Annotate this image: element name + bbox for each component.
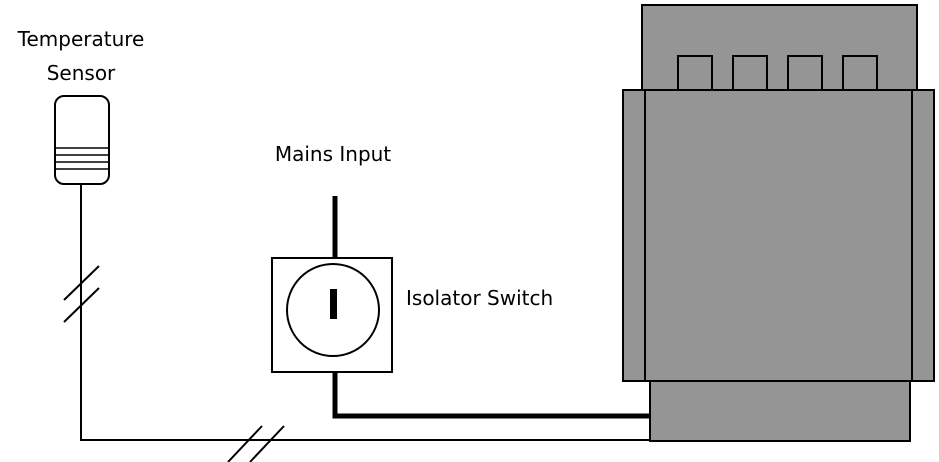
switch-output-cable <box>332 372 650 419</box>
unit-terminal-4 <box>842 55 878 93</box>
cable-break-mark-horizontal <box>227 425 285 462</box>
unit-base <box>649 379 911 442</box>
unit-left-rail <box>622 89 646 382</box>
temperature-sensor-label-line2: Sensor <box>47 61 116 85</box>
unit-terminal-1 <box>677 55 713 93</box>
mains-input-label: Mains Input <box>275 142 391 166</box>
cable-break-mark-vertical <box>63 265 100 323</box>
switch-handle <box>330 289 337 319</box>
unit-terminal-3 <box>787 55 823 93</box>
unit-body <box>622 89 935 382</box>
isolator-switch <box>271 257 393 373</box>
unit-right-rail <box>911 89 935 382</box>
main-unit <box>622 4 935 442</box>
unit-terminal-2 <box>732 55 768 93</box>
temperature-sensor-label-line1: Temperature <box>17 27 145 51</box>
temperature-sensor <box>54 95 110 185</box>
sensor-cable <box>80 184 650 441</box>
isolator-switch-label: Isolator Switch <box>406 286 553 310</box>
